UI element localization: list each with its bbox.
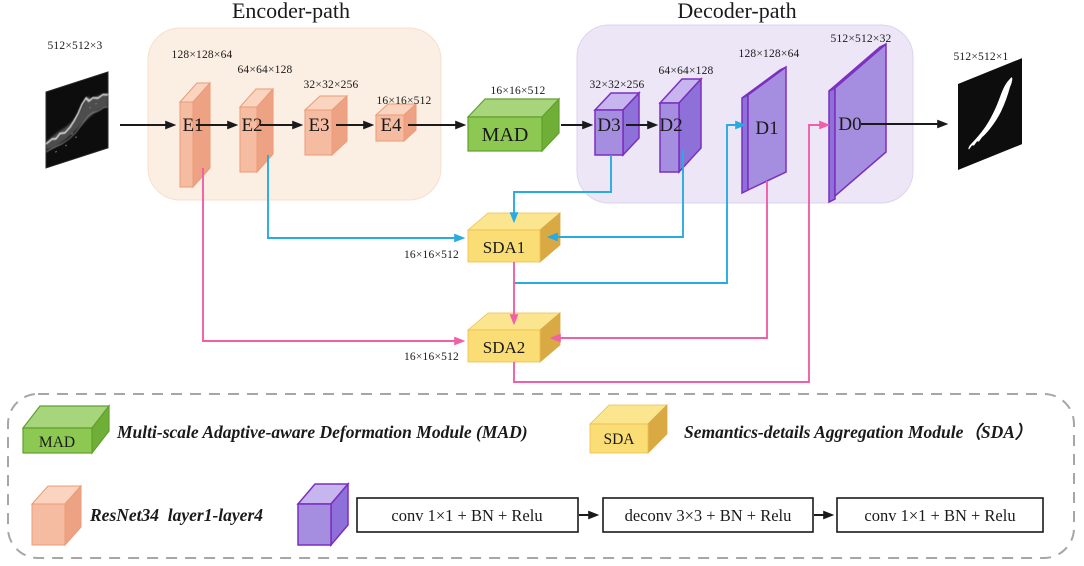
block-d3-dim: 32×32×256	[589, 79, 644, 91]
output-dim-label: 512×512×1	[953, 51, 1008, 63]
legend-decoder-cube	[296, 481, 350, 548]
legend-mad-description: Multi-scale Adaptive-aware Deformation M…	[116, 422, 528, 442]
block-e4-dim: 16×16×512	[376, 95, 431, 107]
segmentation-mask-shape	[968, 77, 1013, 150]
block-e4	[374, 102, 418, 143]
legend-resnet-description: ResNet34 layer1-layer4	[89, 505, 263, 525]
block-d1	[741, 65, 787, 195]
legend-conv-step-3: conv 1×1 + BN + Relu	[864, 506, 1015, 525]
encoder-path-title: Encoder-path	[232, 0, 350, 23]
legend-conv-box-3	[836, 497, 1044, 533]
block-sda2-label: SDA2	[483, 338, 526, 357]
block-e2-label: E2	[241, 115, 262, 136]
skip-d1-to-sda2	[549, 181, 768, 343]
legend-conv-box-1	[356, 497, 579, 533]
legend-conv-box-2	[602, 497, 814, 533]
block-e1	[178, 81, 212, 189]
skip-d2-to-sda1	[546, 150, 684, 242]
skip-d3-to-sda1	[509, 155, 612, 224]
input-dim-label: 512×512×3	[47, 40, 102, 52]
legend-border	[7, 393, 1075, 559]
oct-lower-line	[45, 106, 109, 153]
block-sda2-dim: 16×16×512	[404, 351, 459, 363]
legend-conv-step-2: deconv 3×3 + BN + Relu	[625, 506, 792, 525]
block-e3	[303, 94, 349, 157]
legend-sda-cube-label: SDA	[603, 431, 635, 448]
block-d2	[658, 77, 703, 174]
legend-mad-cube	[21, 404, 111, 455]
legend-resnet-cube	[30, 484, 83, 547]
legend-sda-description: Semantics-details Aggregation Module（SDA…	[684, 422, 1032, 442]
block-e3-label: E3	[308, 115, 329, 136]
block-sda1-dim: 16×16×512	[404, 249, 459, 261]
skip-e1-to-sda2	[202, 168, 466, 346]
link-sda1-to-d1	[514, 120, 747, 284]
oct-surface-line	[45, 93, 109, 145]
output-mask-image	[958, 58, 1022, 170]
block-e1-dim: 128×128×64	[172, 49, 233, 61]
encoder-panel	[147, 27, 442, 201]
block-sda1-label: SDA1	[483, 238, 526, 257]
block-mad-label: MAD	[482, 124, 529, 146]
decoder-path-title: Decoder-path	[677, 0, 796, 23]
block-d2-dim: 64×64×128	[658, 65, 713, 77]
block-d3-label: D3	[597, 115, 620, 136]
legend-conv-step-1: conv 1×1 + BN + Relu	[391, 506, 542, 525]
block-e2-dim: 64×64×128	[237, 64, 292, 76]
block-d1-dim: 128×128×64	[739, 48, 800, 60]
block-e2	[238, 87, 275, 174]
block-d1-label: D1	[755, 118, 778, 139]
oct-bright-band	[46, 93, 108, 150]
block-d0-dim: 512×512×32	[831, 33, 892, 45]
skip-e2-to-sda1	[267, 155, 466, 243]
block-mad	[466, 97, 561, 153]
legend-sda-cube	[589, 404, 668, 454]
block-mad-dim: 16×16×512	[490, 85, 545, 97]
block-d0-label: D0	[838, 114, 861, 135]
block-e4-label: E4	[380, 115, 402, 136]
block-e1-label: E1	[182, 115, 203, 136]
block-d2-label: D2	[659, 115, 682, 136]
block-e3-dim: 32×32×256	[303, 79, 358, 91]
link-sda2-to-d0	[513, 120, 831, 383]
legend-mad-cube-label: MAD	[39, 434, 75, 451]
input-oct-image	[45, 71, 109, 169]
oct-speckle	[55, 102, 97, 153]
block-d0	[828, 42, 887, 204]
